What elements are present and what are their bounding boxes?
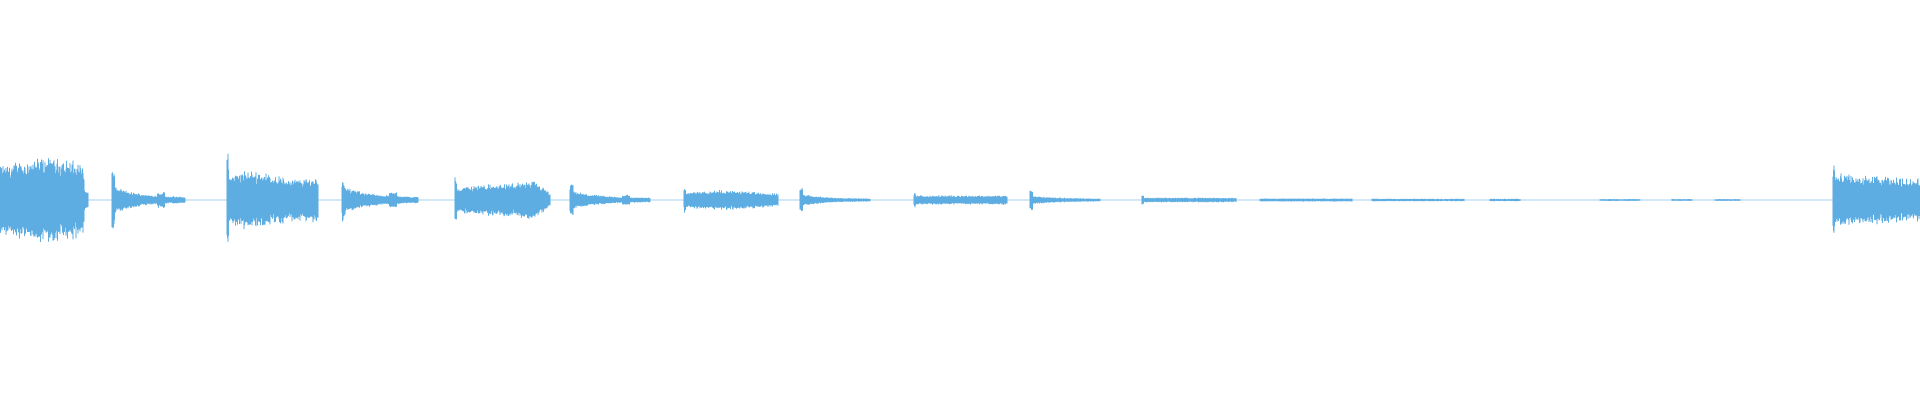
waveform-burst xyxy=(1714,199,1741,201)
waveform-burst xyxy=(1371,198,1465,202)
waveform-burst xyxy=(454,177,551,220)
waveform-burst xyxy=(1489,198,1521,202)
waveform-bursts xyxy=(0,153,1920,242)
waveform-burst xyxy=(569,184,651,216)
waveform-burst xyxy=(341,182,419,222)
waveform-burst xyxy=(913,192,1008,208)
waveform-burst xyxy=(1029,190,1101,210)
waveform-burst xyxy=(1599,198,1641,201)
waveform-burst xyxy=(226,153,319,242)
waveform-burst xyxy=(1671,198,1693,201)
waveform-burst xyxy=(1141,195,1237,205)
waveform-burst xyxy=(799,188,871,211)
waveform-burst xyxy=(111,172,186,229)
waveform-burst xyxy=(683,189,779,213)
waveform-burst xyxy=(0,158,89,242)
waveform-burst xyxy=(1832,165,1920,233)
waveform-burst xyxy=(1259,198,1353,202)
